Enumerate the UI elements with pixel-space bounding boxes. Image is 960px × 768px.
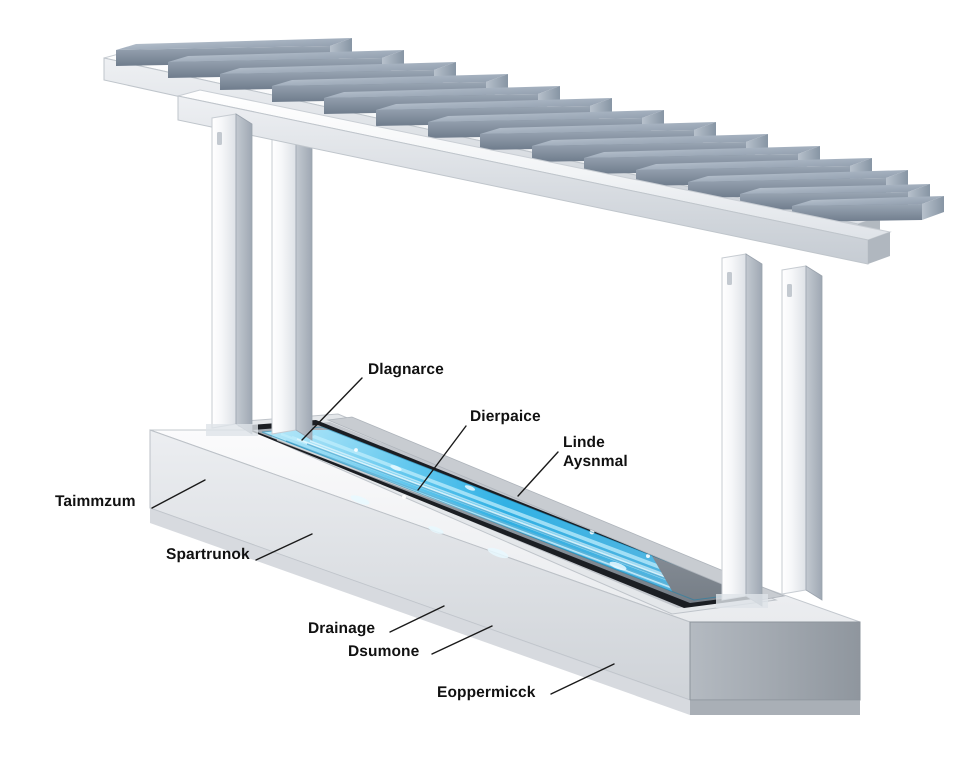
roof-assembly xyxy=(103,38,944,265)
post-front-right xyxy=(716,253,768,608)
leader-linde-aysnmal xyxy=(517,451,559,497)
front-beam xyxy=(177,89,892,265)
callout-eoppermicck: Eoppermicck xyxy=(437,684,536,701)
callout-dierpaice: Dierpaice xyxy=(470,408,541,425)
callout-spartrunok: Spartrunok xyxy=(166,546,250,563)
callout-drainage: Drainage xyxy=(308,620,376,637)
roof-slats xyxy=(116,38,944,222)
leader-eoppermicck xyxy=(550,663,615,695)
leader-taimmzum xyxy=(151,479,206,509)
leader-dlagnarce xyxy=(301,377,363,441)
post-rear-right xyxy=(781,265,823,601)
leader-drainage xyxy=(389,605,445,633)
water-surface xyxy=(262,430,700,604)
callout-linde-aysnmal: Linde Aysnmal xyxy=(563,434,628,470)
post-rear-left xyxy=(271,107,313,441)
post-front-left xyxy=(206,113,258,436)
callout-dlagnarce: Dlagnarce xyxy=(368,361,444,378)
leader-dsumone xyxy=(431,625,493,655)
water-channel-trough xyxy=(231,413,786,615)
leader-spartrunok xyxy=(255,533,313,561)
leader-lines xyxy=(151,377,615,695)
leader-dierpaice xyxy=(417,425,467,491)
callout-dsumone: Dsumone xyxy=(348,643,420,660)
callout-taimmzum: Taimmzum xyxy=(55,493,136,510)
